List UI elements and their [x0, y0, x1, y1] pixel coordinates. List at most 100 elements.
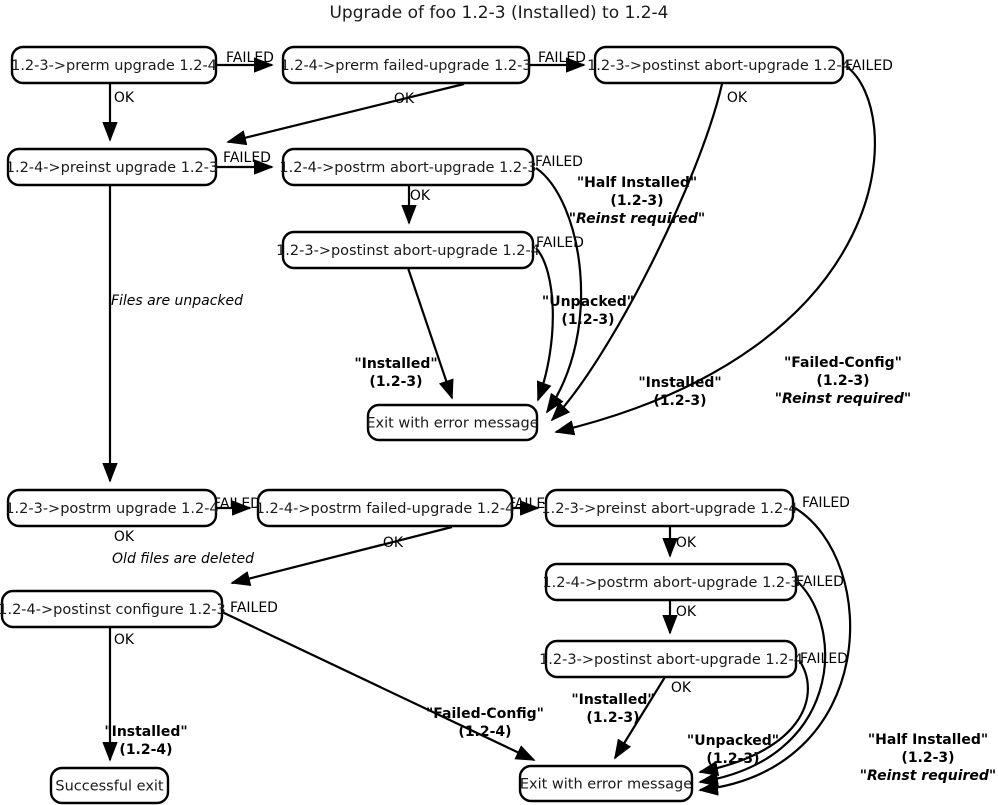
note-note_files_unpacked: Files are unpacked: [111, 293, 243, 309]
node-box[interactable]: [281, 45, 531, 85]
node-label: 1.2-4->prerm failed-upgrade 1.2-3: [280, 58, 531, 74]
edge-e19: OK: [662, 600, 697, 635]
edge-e18: OK: [662, 526, 697, 558]
state-label-line: "Failed-Config": [784, 355, 902, 371]
state-label-line: "Installed": [638, 375, 721, 391]
node-box[interactable]: [593, 45, 845, 85]
node-postrm_abort_bottom[interactable]: 1.2-4->postrm abort-upgrade 1.2-3: [542, 562, 800, 602]
state-label-line: (1.2-3): [816, 373, 869, 389]
edge-e10: OK: [550, 83, 748, 422]
edge-label: OK: [727, 90, 748, 106]
nodes-layer: 1.2-3->prerm upgrade 1.2-4 1.2-4->prerm f…: [0, 45, 851, 805]
edge-label: OK: [114, 529, 135, 545]
edge-label: FAILED: [796, 574, 844, 590]
node-exit_error_bottom[interactable]: Exit with error message: [518, 764, 694, 803]
node-exit_error_top[interactable]: Exit with error message: [366, 403, 539, 442]
edge-line: [535, 167, 583, 414]
node-postinst_abort_bottom[interactable]: 1.2-3->postinst abort-upgrade 1.2-4: [539, 639, 803, 679]
node-box[interactable]: [49, 766, 170, 805]
state-label-line: (1.2-4): [119, 742, 172, 758]
edge-e12: OK: [102, 185, 135, 545]
edge-e3: FAILED: [529, 50, 586, 73]
edge-label: FAILED: [508, 496, 556, 512]
node-box[interactable]: [256, 488, 514, 528]
node-label: 1.2-3->postrm upgrade 1.2-4: [5, 501, 218, 517]
node-label: 1.2-3->prerm upgrade 1.2-4: [11, 58, 217, 74]
edge-label: FAILED: [213, 496, 261, 512]
edge-label: OK: [394, 91, 415, 107]
edge-line: [554, 65, 876, 436]
node-postinst_configure[interactable]: 1.2-4->postinst configure 1.2-3: [0, 589, 226, 629]
node-box[interactable]: [6, 147, 218, 187]
state-label-sl_failed_config_bot: "Failed-Config" (1.2-4): [426, 706, 544, 740]
state-label-line: "Installed": [354, 356, 437, 372]
node-label: 1.2-4->postrm failed-upgrade 1.2-4: [256, 501, 515, 517]
edge-line: [698, 507, 852, 796]
state-label-sl_installed_bot_left: "Installed"(1.2-4): [104, 724, 187, 758]
node-postinst_abort_top[interactable]: 1.2-3->postinst abort-upgrade 1.2-4: [587, 45, 851, 85]
edge-label: FAILED: [538, 50, 586, 66]
edge-line: [698, 659, 809, 777]
node-label: 1.2-4->postrm abort-upgrade 1.2-3: [542, 575, 799, 591]
edge-label: OK: [383, 535, 404, 551]
edge-line: [221, 611, 536, 761]
state-label-line: (1.2-4): [458, 724, 511, 740]
edge-e22: FAILED: [698, 574, 844, 787]
state-label-line: "Half Installed": [868, 732, 988, 748]
node-box[interactable]: [0, 589, 224, 629]
note-note_old_files: Old files are deleted: [112, 551, 254, 567]
state-label-line: "Installed": [571, 692, 654, 708]
state-label-sl_installed_bot: "Installed"(1.2-3): [571, 692, 654, 726]
state-label-line: (1.2-3): [369, 374, 422, 390]
node-box[interactable]: [518, 764, 694, 803]
edge-label: FAILED: [800, 651, 848, 667]
node-box[interactable]: [366, 403, 539, 442]
node-preinst_upgrade[interactable]: 1.2-4->preinst upgrade 1.2-3: [6, 147, 218, 187]
node-box[interactable]: [281, 230, 535, 270]
node-prerm_failed_upgrade[interactable]: 1.2-4->prerm failed-upgrade 1.2-3: [280, 45, 532, 85]
node-label: 1.2-3->preinst abort-upgrade 1.2-4: [541, 501, 797, 517]
edge-line: [550, 83, 724, 422]
edge-label: FAILED: [535, 154, 583, 170]
node-postrm_failed_upgrade[interactable]: 1.2-4->postrm failed-upgrade 1.2-4: [256, 488, 515, 528]
node-prerm_upgrade[interactable]: 1.2-3->prerm upgrade 1.2-4: [10, 45, 218, 85]
edge-e8: FAILED: [535, 235, 584, 402]
edge-line: [406, 267, 454, 400]
state-label-line: (1.2-3): [901, 750, 954, 766]
edge-e1: FAILED: [216, 50, 274, 73]
state-label-sl_half_installed_top: "Half Installed"(1.2-3)"Reinst required": [569, 175, 705, 227]
state-label-line: "Reinst required": [860, 768, 996, 784]
node-label: 1.2-4->preinst upgrade 1.2-3: [6, 160, 218, 176]
labels-layer: "Half Installed"(1.2-3)"Reinst required"…: [104, 175, 996, 784]
edge-e2: OK: [102, 83, 135, 142]
edge-line: [226, 82, 465, 146]
node-box[interactable]: [6, 488, 218, 528]
state-label-sl_unpacked_top: "Unpacked"(1.2-3): [542, 294, 634, 328]
node-box[interactable]: [544, 562, 798, 602]
node-box[interactable]: [544, 639, 798, 679]
state-label-line: "Unpacked": [687, 733, 779, 749]
edge-line: [535, 247, 554, 402]
node-box[interactable]: [10, 45, 218, 85]
edge-e9: FAILED: [535, 154, 583, 414]
node-postrm_abort_mid[interactable]: 1.2-4->postrm abort-upgrade 1.2-3: [279, 147, 537, 187]
node-box[interactable]: [281, 147, 535, 187]
state-label-line: "Reinst required": [775, 391, 911, 407]
node-postinst_abort_mid[interactable]: 1.2-3->postinst abort-upgrade 1.2-4: [276, 230, 540, 270]
state-label-line: "Reinst required": [569, 211, 705, 227]
edge-e14: FAILED: [508, 496, 556, 516]
node-postrm_upgrade[interactable]: 1.2-3->postrm upgrade 1.2-4: [5, 488, 219, 528]
state-label-line: "Failed-Config": [426, 706, 544, 722]
node-label: Successful exit: [55, 779, 164, 795]
edge-e17: FAILED: [221, 600, 536, 761]
edge-e13: FAILED: [213, 496, 261, 516]
node-box[interactable]: [544, 488, 795, 528]
edge-label: OK: [114, 632, 135, 648]
edge-e20: OK: [614, 676, 692, 760]
edge-label: FAILED: [223, 150, 271, 166]
node-preinst_abort[interactable]: 1.2-3->preinst abort-upgrade 1.2-4: [541, 488, 798, 528]
node-successful_exit[interactable]: Successful exit: [49, 766, 170, 805]
edge-e6: OK: [401, 185, 431, 225]
